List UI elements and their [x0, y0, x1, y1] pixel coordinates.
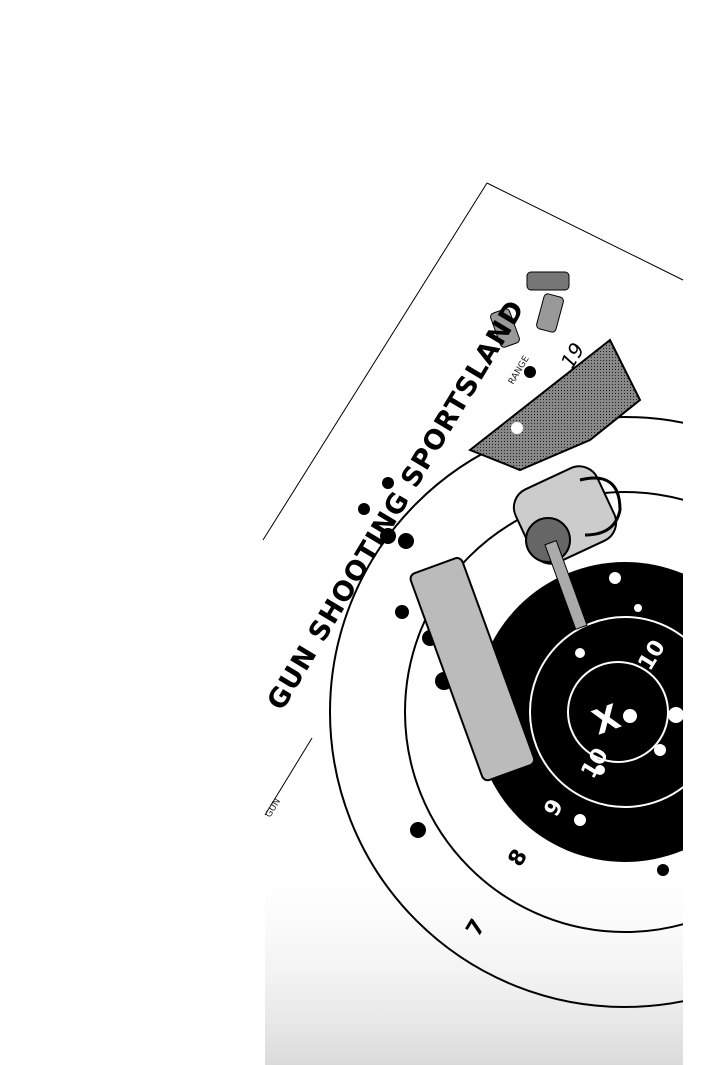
- white-holes: [574, 572, 683, 826]
- revolver: [409, 338, 642, 782]
- shell-casings: [490, 271, 570, 348]
